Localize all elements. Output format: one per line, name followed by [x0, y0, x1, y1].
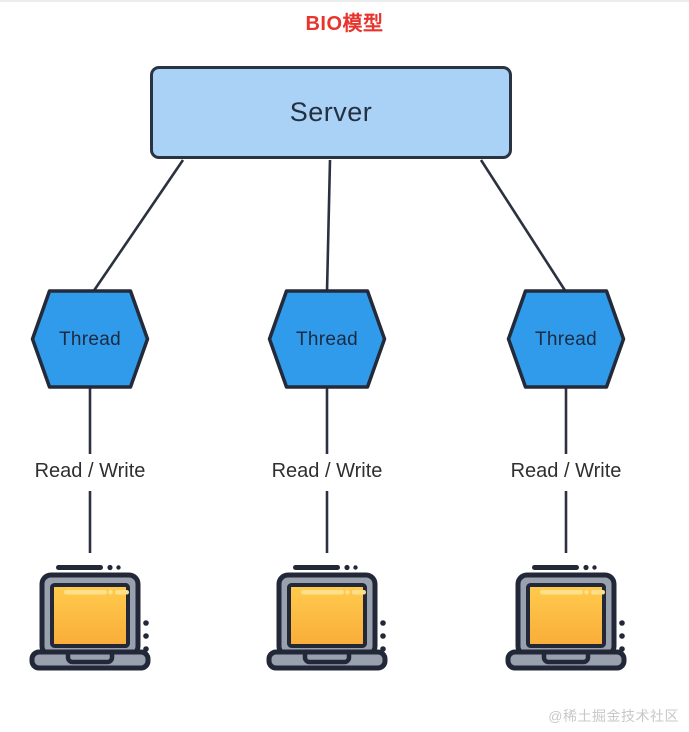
laptop-icon — [269, 565, 386, 668]
thread-hexagon — [30, 289, 150, 389]
laptop-icon — [32, 565, 149, 668]
thread-node-label: Thread — [295, 329, 358, 350]
thread-node-label: Thread — [58, 329, 121, 350]
connector-line — [325, 159, 332, 293]
read-write-label: Read / Write — [34, 460, 146, 482]
laptop-icon — [508, 565, 625, 668]
watermark: @稀土掘金技术社区 — [548, 708, 679, 724]
diagram-title: BIO模型 — [305, 13, 384, 35]
connector-line — [91, 159, 185, 293]
connector-line — [479, 159, 568, 293]
thread-hexagon — [267, 289, 387, 389]
server-label: Server — [289, 97, 373, 127]
read-write-label: Read / Write — [510, 460, 622, 482]
server-node: Server — [150, 66, 512, 159]
thread-hexagon — [506, 289, 626, 389]
read-write-label: Read / Write — [271, 460, 383, 482]
thread-node-label: Thread — [534, 329, 597, 350]
